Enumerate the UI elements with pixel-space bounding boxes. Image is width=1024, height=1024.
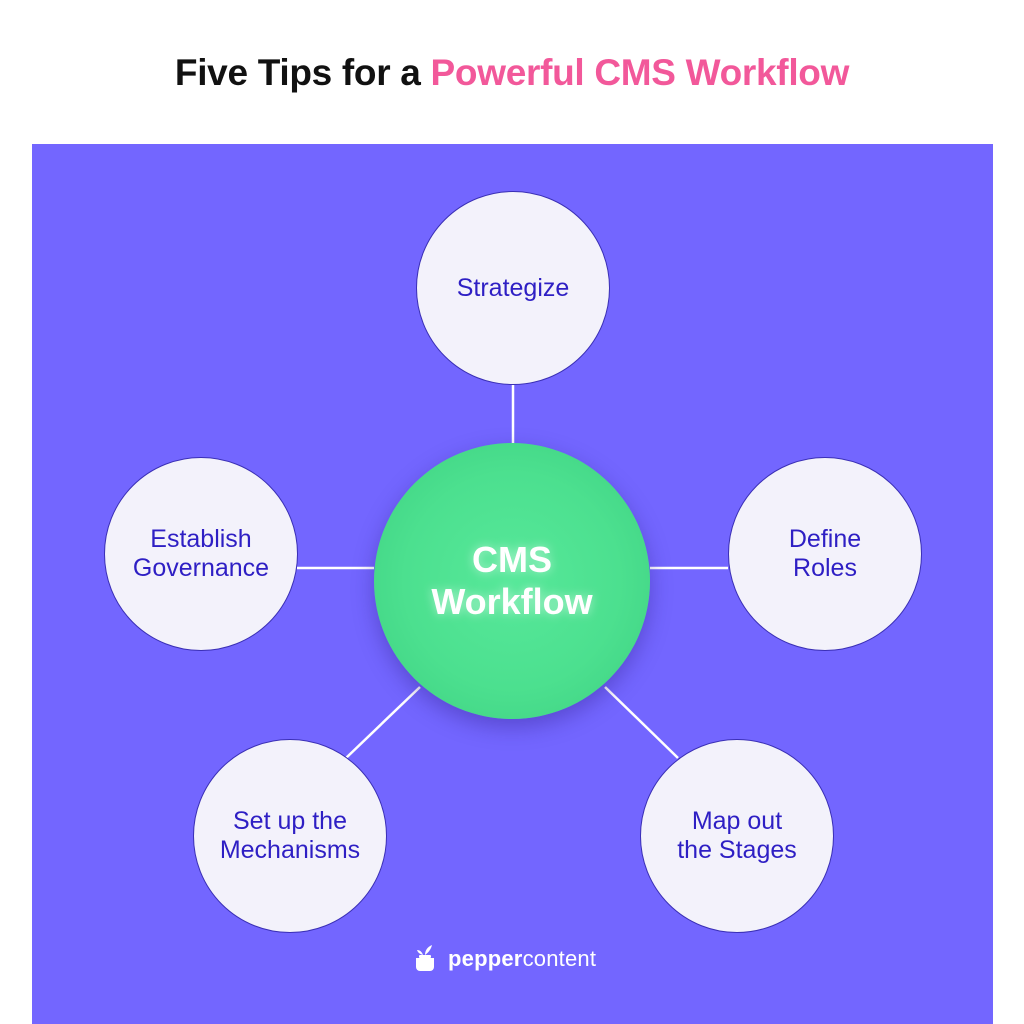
page-title: Five Tips for a Powerful CMS Workflow: [0, 52, 1024, 94]
tip-label: Set up the Mechanisms: [219, 807, 361, 864]
brand-name: peppercontent: [448, 946, 596, 972]
tip-label: Map out the Stages: [677, 807, 797, 864]
tip-node-define-roles: Define Roles: [728, 457, 922, 651]
tip-node-mechanisms: Set up the Mechanisms: [193, 739, 387, 933]
tip-node-map-stages: Map out the Stages: [640, 739, 834, 933]
hub-label: CMS Workflow: [431, 539, 593, 622]
tip-label: Strategize: [456, 273, 570, 302]
pepper-pot-icon: [416, 945, 434, 971]
connector-mechanisms: [345, 686, 421, 759]
title-prefix: Five Tips for a: [174, 52, 431, 93]
tip-node-governance: Establish Governance: [104, 457, 298, 651]
hub-circle: CMS Workflow: [374, 443, 650, 719]
tip-label: Define Roles: [788, 525, 862, 582]
brand-name-light: content: [522, 946, 597, 971]
tip-label: Establish Governance: [132, 525, 270, 582]
brand-logo: peppercontent: [410, 942, 596, 976]
title-highlight: Powerful CMS Workflow: [430, 52, 850, 93]
tip-node-strategize: Strategize: [416, 191, 610, 385]
connector-map-stages: [604, 686, 679, 759]
brand-name-bold: pepper: [448, 946, 523, 971]
